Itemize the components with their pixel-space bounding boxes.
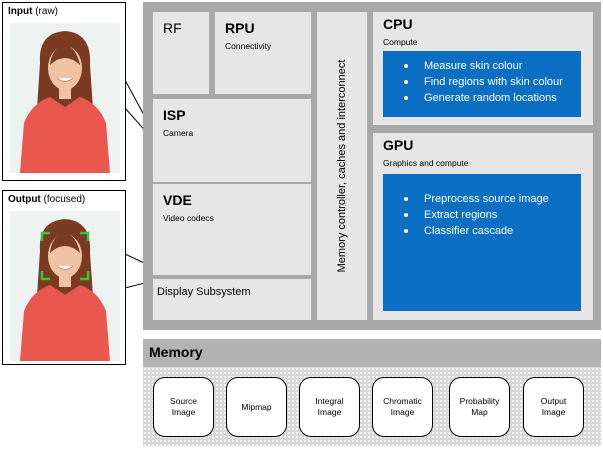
soc-container: RF RPU Connectivity ISP Camera VDE Video… bbox=[143, 2, 601, 330]
output-callout-title: Output (focused) bbox=[8, 194, 85, 205]
gpu-subtitle: Graphics and compute bbox=[383, 158, 469, 168]
gpu-task: Extract regions bbox=[404, 207, 581, 223]
vde-subtitle: Video codecs bbox=[163, 213, 214, 223]
cpu-subtitle: Compute bbox=[383, 37, 418, 47]
memory-buffer-mipmap: Mipmap bbox=[226, 377, 287, 437]
memory-buffer-output-image: Output Image bbox=[523, 377, 584, 437]
memory-buffer-chromatic-image: Chromatic Image bbox=[372, 377, 433, 437]
output-callout: Output (focused) bbox=[2, 190, 126, 365]
display-subsystem-title: Display Subsystem bbox=[157, 286, 251, 298]
cpu-task: Find regions with skin colour bbox=[404, 74, 581, 90]
rpu-subtitle: Connectivity bbox=[225, 41, 272, 51]
vde-block: VDE Video codecs bbox=[153, 184, 311, 275]
isp-subtitle: Camera bbox=[163, 128, 194, 138]
cpu-task: Generate random locations bbox=[404, 90, 581, 106]
gpu-task: Preprocess source image bbox=[404, 191, 581, 207]
input-title: Input bbox=[8, 6, 33, 17]
rf-block: RF bbox=[153, 12, 209, 94]
isp-title: ISP bbox=[163, 107, 186, 123]
output-subtitle: (focused) bbox=[43, 194, 86, 205]
rf-title: RF bbox=[163, 20, 182, 36]
memory-controller-label: Memory controller, caches and interconne… bbox=[336, 59, 348, 273]
cpu-task: Measure skin colour bbox=[404, 58, 581, 74]
output-photo bbox=[10, 211, 120, 361]
input-callout-title: Input (raw) bbox=[8, 6, 58, 17]
input-photo bbox=[10, 23, 120, 173]
rpu-block: RPU Connectivity bbox=[215, 12, 311, 94]
vde-title: VDE bbox=[163, 192, 192, 208]
input-subtitle: (raw) bbox=[35, 6, 58, 17]
memory-title: Memory bbox=[149, 344, 203, 360]
gpu-task-list: Preprocess source image Extract regions … bbox=[383, 174, 581, 311]
gpu-block: GPU Graphics and compute Preprocess sour… bbox=[373, 133, 593, 320]
gpu-title: GPU bbox=[383, 137, 414, 153]
isp-block: ISP Camera bbox=[153, 99, 311, 182]
memory-buffer-source-image: Source Image bbox=[153, 377, 214, 437]
memory-header: Memory bbox=[143, 339, 601, 367]
memory-controller-block: Memory controller, caches and interconne… bbox=[317, 12, 367, 320]
gpu-task: Classifier cascade bbox=[404, 223, 581, 239]
input-callout: Input (raw) bbox=[2, 2, 126, 181]
output-title: Output bbox=[8, 194, 41, 205]
cpu-task-list: Measure skin colour Find regions with sk… bbox=[383, 51, 581, 117]
memory-buffer-integral-image: Integral Image bbox=[299, 377, 360, 437]
cpu-block: CPU Compute Measure skin colour Find reg… bbox=[373, 12, 593, 125]
rpu-title: RPU bbox=[225, 20, 255, 36]
cpu-title: CPU bbox=[383, 16, 413, 32]
display-subsystem-block: Display Subsystem bbox=[153, 279, 311, 320]
face-focus-marker bbox=[40, 231, 90, 281]
memory-buffer-probability-map: Probability Map bbox=[449, 377, 510, 437]
